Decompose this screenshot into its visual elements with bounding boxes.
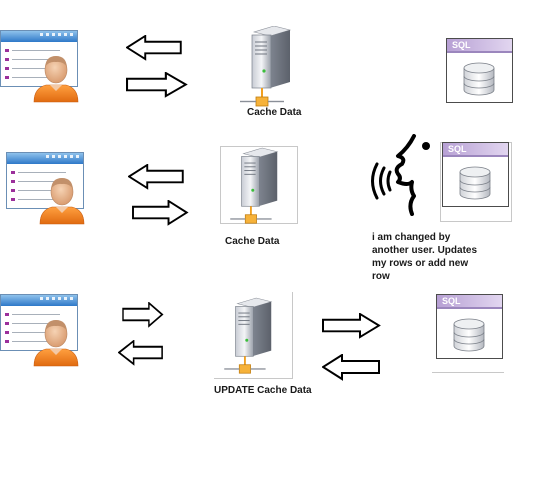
change-note-line: i am changed by (372, 232, 451, 243)
server-icon (220, 146, 298, 225)
arrow-left-icon (322, 354, 380, 380)
user-icon (6, 152, 85, 225)
db-label: SQL (452, 40, 471, 50)
server-label: UPDATE Cache Data (214, 385, 312, 396)
change-note-line: row (372, 271, 390, 282)
db-label: SQL (442, 296, 461, 306)
sql-database-icon (432, 294, 504, 373)
arrow-left-icon (126, 35, 182, 61)
user-icon (0, 294, 79, 367)
arrow-right-icon (126, 72, 187, 98)
server-label: Cache Data (225, 236, 280, 247)
change-note: i am changed by another user. Updates my… (372, 231, 492, 283)
arrow-left-icon (118, 340, 164, 366)
sql-database-icon (440, 142, 512, 222)
change-note-line: my rows or add new (372, 258, 469, 269)
db-label: SQL (448, 144, 467, 154)
change-note-line: another user. Updates (372, 245, 478, 256)
arrow-left-icon (128, 164, 184, 190)
server-label: Cache Data (247, 107, 302, 118)
arrow-right-icon (132, 200, 188, 226)
server-icon (214, 292, 293, 379)
server-icon (239, 26, 291, 107)
speaking-head-icon (371, 134, 430, 216)
arrow-right-icon (322, 313, 380, 339)
user-icon (0, 30, 79, 103)
arrow-right-icon (122, 302, 164, 328)
